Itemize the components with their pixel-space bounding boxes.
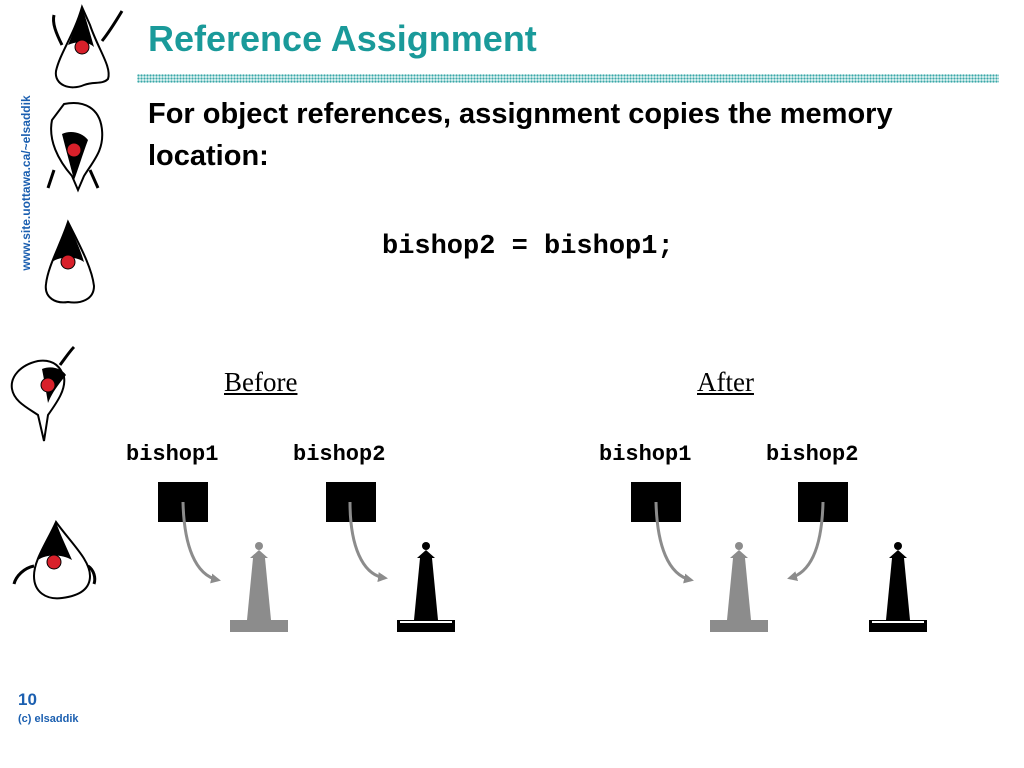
slide-title: Reference Assignment — [148, 18, 537, 59]
after-bishop1-label: bishop1 — [599, 442, 692, 467]
before-bishop2-label: bishop2 — [293, 442, 386, 467]
after-bishop2-label: bishop2 — [766, 442, 859, 467]
after-bishop1-pointer-arrow — [654, 501, 694, 584]
after-gray-bishop-icon — [710, 542, 768, 632]
before-black-bishop-icon — [397, 542, 455, 632]
page-number: 10 — [18, 690, 37, 709]
after-heading: After — [697, 367, 754, 397]
duke-mascot-icon — [12, 520, 97, 600]
before-heading: Before — [224, 367, 298, 397]
duke-mascot-icon — [52, 4, 124, 89]
code-statement: bishop2 = bishop1; — [382, 232, 674, 262]
after-bishop2-pointer-arrow — [787, 501, 825, 581]
duke-mascot-icon — [44, 219, 96, 304]
duke-mascot-strip — [10, 4, 124, 600]
before-bishop2-pointer-arrow — [348, 501, 388, 583]
title-divider — [137, 74, 999, 83]
duke-mascot-icon — [46, 102, 104, 193]
before-bishop1-label: bishop1 — [126, 442, 219, 467]
slide-body-text: For object references, assignment copies… — [148, 98, 893, 172]
before-bishop1-pointer-arrow — [181, 501, 221, 584]
copyright-notice: (c) elsaddik — [18, 713, 79, 725]
before-gray-bishop-icon — [230, 542, 288, 632]
duke-mascot-icon — [10, 345, 76, 442]
after-black-bishop-icon — [869, 542, 927, 632]
